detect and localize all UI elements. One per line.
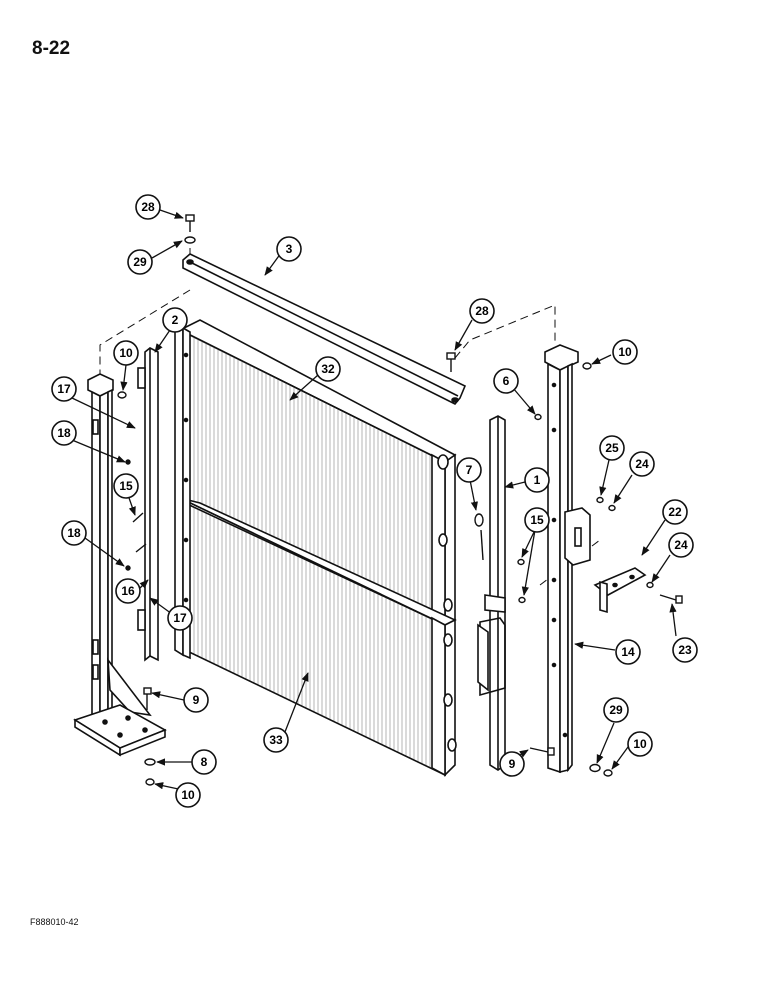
callout-3: 3 <box>276 236 302 262</box>
callout-7-label: 7 <box>466 463 473 477</box>
callout-8-label: 8 <box>201 755 208 769</box>
callout-29: 29 <box>127 249 153 275</box>
callout-3-label: 3 <box>286 242 293 256</box>
callout-25-label: 25 <box>605 441 619 455</box>
callout-24-lower: 24 <box>668 532 694 558</box>
callout-23: 23 <box>672 637 698 663</box>
callout-28-label: 28 <box>141 200 155 214</box>
callout-16: 16 <box>115 578 141 604</box>
callout-17-lower-label: 17 <box>173 611 187 625</box>
callout-15-right: 15 <box>524 507 550 533</box>
callout-9-right-label: 9 <box>509 757 516 771</box>
callout-33: 33 <box>263 727 289 753</box>
callout-10-lower-left-label: 10 <box>181 788 195 802</box>
callout-1: 1 <box>524 467 550 493</box>
top-support-bar <box>182 253 467 405</box>
callout-18-lower-label: 18 <box>67 526 81 540</box>
callout-15-right-label: 15 <box>530 513 544 527</box>
callout-6: 6 <box>493 368 519 394</box>
callout-10-right-label: 10 <box>618 345 632 359</box>
callout-32-label: 32 <box>321 362 335 376</box>
callout-9-right: 9 <box>499 751 525 777</box>
left-vertical-post <box>73 373 167 757</box>
callout-22-label: 22 <box>668 505 682 519</box>
callout-17-upper-label: 17 <box>57 382 71 396</box>
callout-2: 2 <box>162 307 188 333</box>
callout-10-left-label: 10 <box>119 346 133 360</box>
callout-32: 32 <box>315 356 341 382</box>
fasteners <box>117 214 683 786</box>
lower-cooler-core <box>179 497 457 777</box>
core-left-channel <box>174 326 191 660</box>
figure-code: F888010-42 <box>30 917 79 927</box>
callout-10-left: 10 <box>113 340 139 366</box>
callout-28-right-label: 28 <box>475 304 489 318</box>
callout-24-upper-label: 24 <box>635 457 649 471</box>
leader-lines <box>71 209 677 791</box>
callout-33-label: 33 <box>269 733 283 747</box>
callout-15-left-label: 15 <box>119 479 133 493</box>
callout-18-upper: 18 <box>51 420 77 446</box>
callout-24-upper: 24 <box>629 451 655 477</box>
callout-9-left-label: 9 <box>193 693 200 707</box>
callout-29-label: 29 <box>133 255 147 269</box>
left-bracket-strip <box>137 347 159 662</box>
callout-18-upper-label: 18 <box>57 426 71 440</box>
callout-10-right: 10 <box>612 339 638 365</box>
callout-2-label: 2 <box>172 313 179 327</box>
callout-10-lower-right-label: 10 <box>633 737 647 751</box>
callout-8: 8 <box>191 749 217 775</box>
callout-17-upper: 17 <box>51 376 77 402</box>
callout-10-lower-left: 10 <box>175 782 201 808</box>
callout-22: 22 <box>662 499 688 525</box>
hinge-plate <box>593 567 647 614</box>
upper-cooler-core <box>178 319 457 627</box>
callout-24-lower-label: 24 <box>674 538 688 552</box>
callout-14-label: 14 <box>621 645 635 659</box>
callout-29-lower: 29 <box>603 697 629 723</box>
callout-17-lower: 17 <box>167 605 193 631</box>
callout-10-lower-right: 10 <box>627 731 653 757</box>
callout-14: 14 <box>615 639 641 665</box>
callout-23-label: 23 <box>678 643 692 657</box>
callout-18-lower: 18 <box>61 520 87 546</box>
callout-15-left: 15 <box>113 473 139 499</box>
callout-16-label: 16 <box>121 584 135 598</box>
callout-29-lower-label: 29 <box>609 703 623 717</box>
page-number: 8-22 <box>32 38 71 59</box>
right-center-strip <box>477 415 506 771</box>
callout-6-label: 6 <box>503 374 510 388</box>
right-vertical-post <box>544 344 591 774</box>
callout-28: 28 <box>135 194 161 220</box>
callout-28-right: 28 <box>469 298 495 324</box>
callout-25: 25 <box>599 435 625 461</box>
callout-7: 7 <box>456 457 482 483</box>
callouts: 28 29 3 2 28 10 10 32 17 6 18 7 1 25 24 … <box>51 194 698 808</box>
callout-9-left: 9 <box>183 687 209 713</box>
callout-1-label: 1 <box>534 473 541 487</box>
